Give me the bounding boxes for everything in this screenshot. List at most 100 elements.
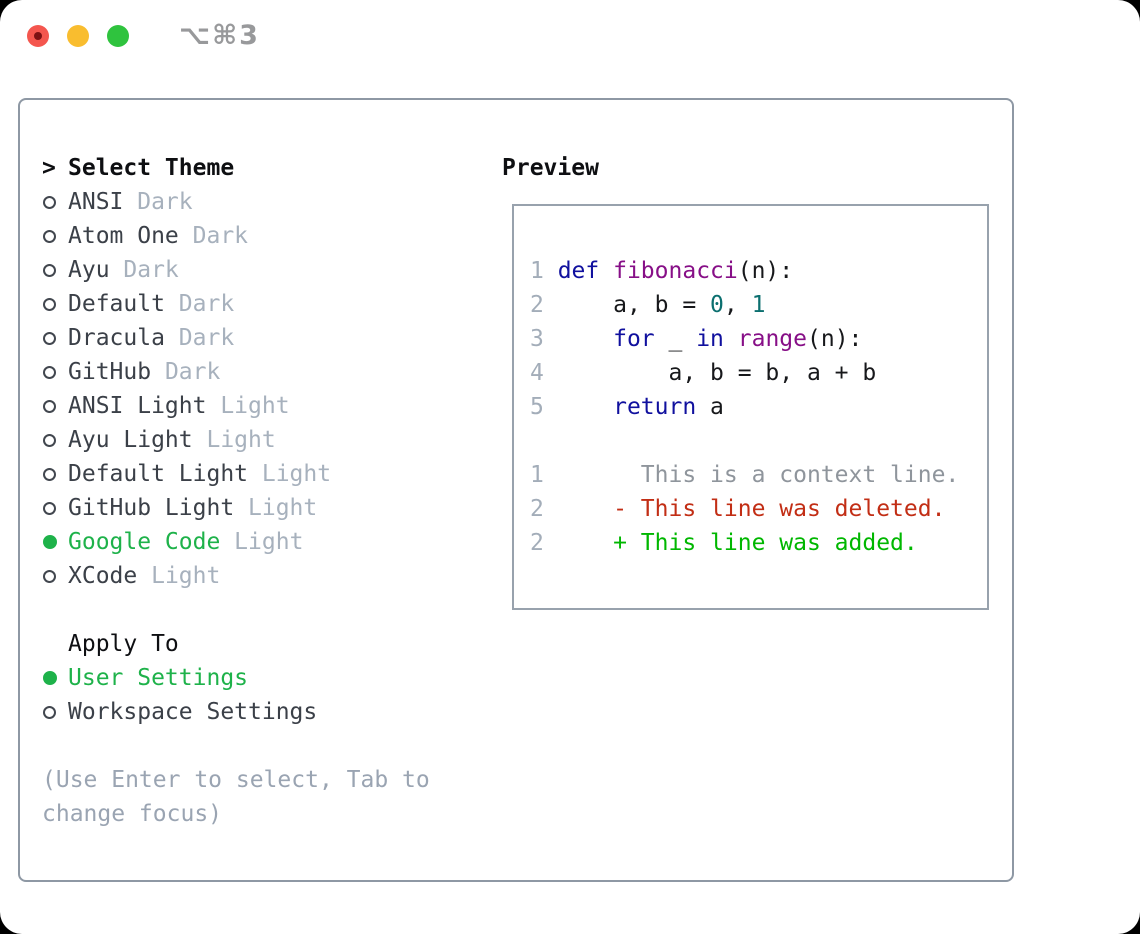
token-plain: _ xyxy=(654,326,697,352)
theme-option-ayu-dark[interactable]: Ayu Dark xyxy=(42,253,482,287)
apply-option-workspace-settings[interactable]: Workspace Settings xyxy=(42,695,482,729)
theme-variant: Light xyxy=(137,563,221,589)
marker-cell xyxy=(42,433,68,447)
radio-icon xyxy=(43,229,56,243)
marker-cell xyxy=(42,467,68,481)
help-text: (Use Enter to select, Tab to change focu… xyxy=(42,767,430,827)
radio-icon xyxy=(43,297,56,311)
token-number: 1 xyxy=(751,292,766,318)
token-context: This is a context line. xyxy=(557,462,960,488)
theme-option-ansi-dark[interactable]: ANSI Dark xyxy=(42,185,482,219)
radio-icon xyxy=(43,399,56,413)
theme-name: ANSI Light xyxy=(68,393,207,419)
token-function: fibonacci xyxy=(613,258,738,284)
theme-option-xcode-light[interactable]: XCode Light xyxy=(42,559,482,593)
theme-name: GitHub xyxy=(68,359,152,385)
window-title: ⌥⌘3 xyxy=(179,20,260,51)
theme-option-github-light[interactable]: GitHub Light Light xyxy=(42,491,482,525)
code-line: 4 a, b = b, a + b xyxy=(530,356,987,390)
token-keyword: return xyxy=(613,394,697,420)
code-line: 1 def fibonacci(n): xyxy=(530,254,987,288)
radio-icon xyxy=(43,433,56,447)
token-plain: a, b = xyxy=(557,292,711,318)
line-number: 4 xyxy=(530,360,558,386)
theme-variant: Dark xyxy=(123,189,193,215)
theme-variant: Light xyxy=(192,427,276,453)
token-keyword: for xyxy=(613,326,655,352)
radio-icon xyxy=(43,569,56,583)
theme-name: Default Light xyxy=(68,461,249,487)
token-keyword: in xyxy=(696,326,724,352)
token-added: + This line was added. xyxy=(557,530,918,556)
marker-cell xyxy=(42,365,68,379)
theme-variant: Dark xyxy=(164,325,235,351)
marker-cell xyxy=(42,297,68,311)
diff-preview-section: 1 This is a context line.2 - This line w… xyxy=(530,458,987,560)
theme-option-atom-one-dark[interactable]: Atom One Dark xyxy=(42,219,482,253)
code-line: 2 a, b = 0, 1 xyxy=(530,288,987,322)
theme-variant: Dark xyxy=(151,359,221,385)
radio-selected-icon xyxy=(43,535,57,549)
line-number: 2 xyxy=(530,496,558,522)
token-keyword: def xyxy=(557,258,600,284)
marker-cell xyxy=(42,195,68,209)
theme-option-google-code[interactable]: Google Code Light xyxy=(42,525,482,559)
preview-heading: Preview xyxy=(502,155,599,181)
focus-caret-icon: > xyxy=(42,155,56,181)
theme-variant: Light xyxy=(248,461,332,487)
apply-option-label: User Settings xyxy=(68,665,249,691)
apply-option-user-settings[interactable]: User Settings xyxy=(42,661,482,695)
theme-name: Ayu Light xyxy=(68,427,193,453)
token-function: range xyxy=(737,326,807,352)
close-button[interactable] xyxy=(27,25,49,47)
token-plain: a xyxy=(696,394,724,420)
marker-cell xyxy=(42,263,68,277)
theme-name: GitHub Light xyxy=(68,495,235,521)
radio-icon xyxy=(43,263,56,277)
theme-variant: Dark xyxy=(178,223,249,249)
theme-name: Atom One xyxy=(68,223,179,249)
theme-variant: Light xyxy=(206,393,290,419)
theme-option-ayu-light[interactable]: Ayu Light Light xyxy=(42,423,482,457)
line-number: 5 xyxy=(530,394,558,420)
theme-option-default-dark[interactable]: Default Dark xyxy=(42,287,482,321)
theme-option-ansi-light[interactable]: ANSI Light Light xyxy=(42,389,482,423)
theme-name: Default xyxy=(68,291,165,317)
radio-selected-icon xyxy=(43,671,57,685)
theme-variant: Light xyxy=(234,495,318,521)
line-number: 1 xyxy=(530,258,558,284)
theme-name: ANSI xyxy=(68,189,124,215)
theme-option-dracula-dark[interactable]: Dracula Dark xyxy=(42,321,482,355)
diff-line: 2 + This line was added. xyxy=(530,526,987,560)
theme-option-github-dark[interactable]: GitHub Dark xyxy=(42,355,482,389)
theme-name: Ayu xyxy=(68,257,110,283)
theme-option-default-light[interactable]: Default Light Light xyxy=(42,457,482,491)
token-number: 0 xyxy=(710,292,724,318)
theme-variant: Dark xyxy=(109,257,179,283)
radio-icon xyxy=(43,195,56,209)
token-plain: , xyxy=(723,292,752,318)
diff-line: 1 This is a context line. xyxy=(530,458,987,492)
minimize-button[interactable] xyxy=(67,25,89,47)
token-plain xyxy=(558,394,613,420)
line-number: 2 xyxy=(530,530,558,556)
marker-cell xyxy=(42,331,68,345)
apply-to-title: Apply To xyxy=(68,631,179,657)
marker-cell xyxy=(42,229,68,243)
code-line: 3 for _ in range(n): xyxy=(530,322,987,356)
apply-option-label: Workspace Settings xyxy=(68,699,318,725)
diff-line: 2 - This line was deleted. xyxy=(530,492,987,526)
apply-to-header: Apply To xyxy=(42,627,482,661)
code-line: 5 return a xyxy=(530,390,987,424)
token-plain: (n): xyxy=(737,258,794,284)
token-plain: a, b = b, a + b xyxy=(557,360,877,386)
line-number: 1 xyxy=(530,462,558,488)
zoom-button[interactable] xyxy=(107,25,129,47)
line-number: 3 xyxy=(530,326,558,352)
theme-variant: Dark xyxy=(164,291,235,317)
radio-icon xyxy=(43,331,56,345)
